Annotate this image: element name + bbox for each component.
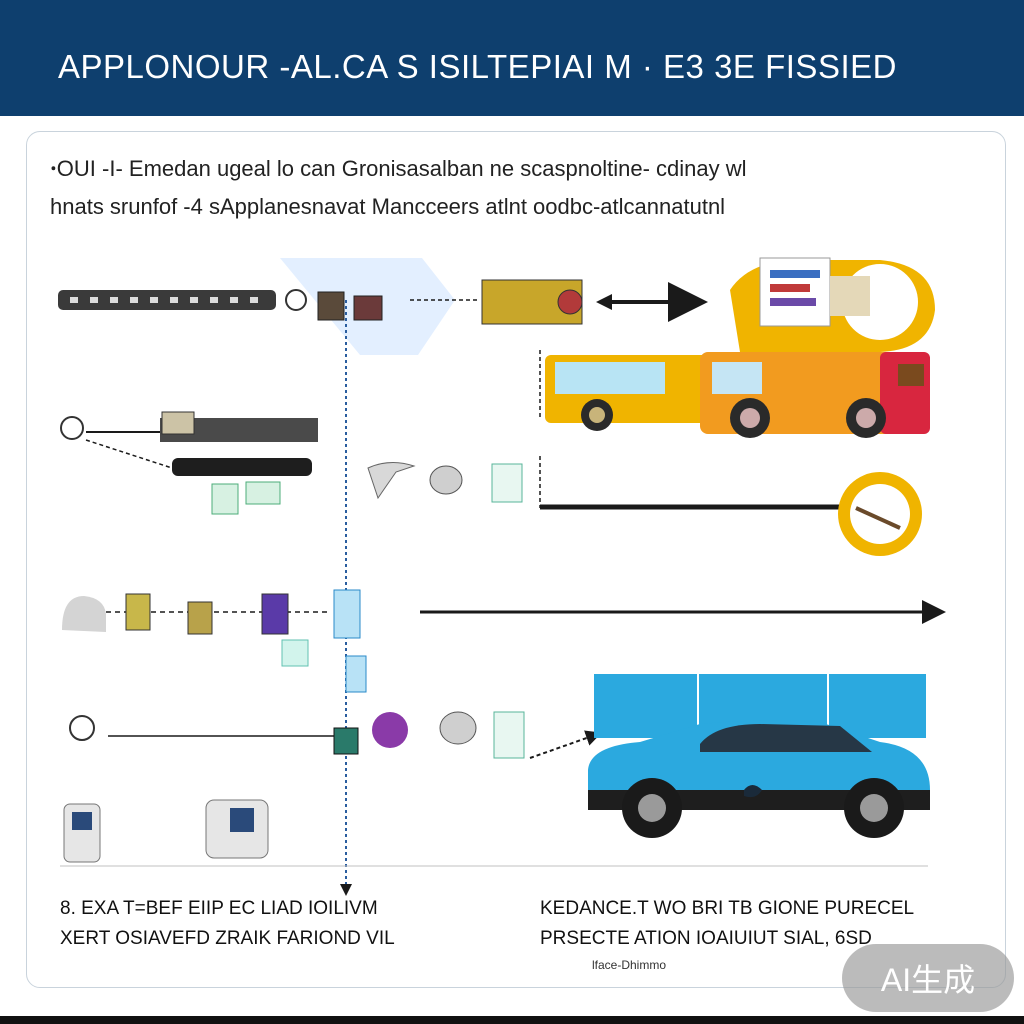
intro-line-1: ꞏOUI -I- Emedan ugeal lo can Gronisasalb… [50,156,747,181]
row-4-components [69,711,602,759]
battery-icon [187,601,213,635]
right-caption: KEDANCE.T WO BRI TB GIONE PURECEL PRSECT… [540,894,914,954]
tank-icon [333,589,361,639]
pump-icon [439,711,477,745]
pump-icon [429,465,463,495]
row-3-components [62,589,946,693]
truck-illustration [539,350,930,438]
rail-component [58,290,276,310]
valve-icon [491,463,523,503]
chip-icon [211,483,239,515]
sensor-icon [60,416,84,440]
valve-icon [493,711,525,759]
pump-icon [372,712,408,748]
left-caption-line-1: 8. EXA T=BEF EIIP EC LIAD IOILIVM [60,898,378,919]
sensor-icon [69,715,95,741]
left-caption: 8. EXA T=BEF EIIP EC LIAD IOILIVM XERT O… [60,894,395,954]
battery-icon [125,593,151,631]
left-caption-line-2: XERT OSIAVEFD ZRAIK FARIOND VIL [60,928,395,949]
gauge-icon [285,289,307,311]
bottom-border [0,1016,1024,1024]
sensor-strip [172,458,312,476]
controller-icon [333,727,359,755]
chip-icon [245,481,281,505]
module-icon [353,295,383,321]
cap-icon [62,596,106,632]
intro-text: ꞏOUI -I- Emedan ugeal lo can Gronisasalb… [50,150,747,226]
right-caption-small: lface-Dhimmo [592,958,667,972]
display-unit [730,257,935,352]
row-5-devices [63,799,269,863]
page-title: APPLONOUR -AL.CA S ISILTEPIAI M · E3 3E … [58,48,897,85]
header-bar: APPLONOUR -AL.CA S ISILTEPIAI M · E3 3E … [0,0,1024,116]
module-icon [317,291,345,321]
nozzle-icon [367,462,416,500]
row-2-components [60,411,922,556]
battery-icon [261,593,289,635]
right-caption-line-1: KEDANCE.T WO BRI TB GIONE PURECEL [540,898,915,919]
intro-line-2: hnats srunfof -4 sApplanesnavat Mancceer… [50,194,726,219]
ai-generated-badge: AI生成 [842,944,1014,1012]
car-illustration [588,674,930,838]
row-1-components [58,279,708,325]
valve-icon [281,639,309,667]
vertical-flow-arrow [340,884,352,896]
right-caption-line-2: PRSECTE ATION IOAIUIUT SIAL, 6SD [540,928,872,949]
tank-icon [345,655,367,693]
